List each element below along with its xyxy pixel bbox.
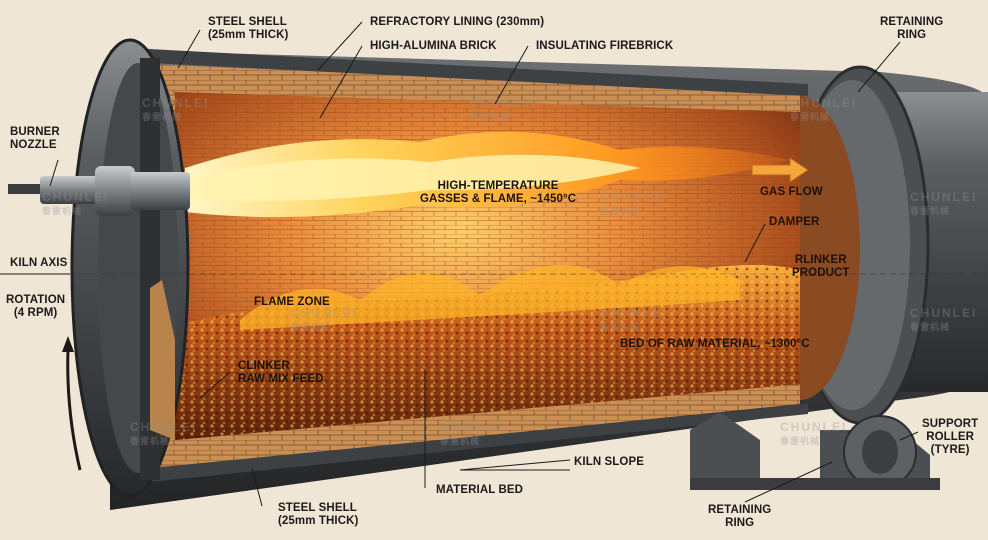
label-bed-of-raw-material: BED OF RAW MATERIAL, ~1300°C [620, 338, 810, 350]
label-insulating-firebrick: INSULATING FIREBRICK [536, 40, 674, 52]
label-steel-shell-top: STEEL SHELL(25mm THICK) [208, 16, 289, 41]
label-gas-flow: GAS FLOW [760, 186, 823, 198]
burner-nozzle-icon [8, 166, 190, 216]
label-steel-shell-bottom: STEEL SHELL(25mm THICK) [278, 502, 359, 527]
label-material-bed: MATERIAL BED [436, 484, 524, 496]
rotation-arrow-icon [62, 336, 82, 471]
label-damper: DAMPER [769, 216, 820, 228]
label-kiln-slope: KILN SLOPE [574, 456, 645, 468]
leader-lines [0, 21, 919, 507]
label-high-alumina-brick: HIGH-ALUMINA BRICK [370, 40, 497, 52]
gas-flow-arrow-icon [751, 157, 809, 183]
label-flame-zone: FLAME ZONE [254, 296, 330, 308]
label-rotation: ROTATION(4 RPM) [6, 294, 66, 319]
support-roller-base [690, 412, 940, 490]
label-kiln-axis: KILN AXIS [10, 257, 68, 269]
label-refractory-lining: REFRACTORY LINING (230mm) [370, 16, 545, 28]
